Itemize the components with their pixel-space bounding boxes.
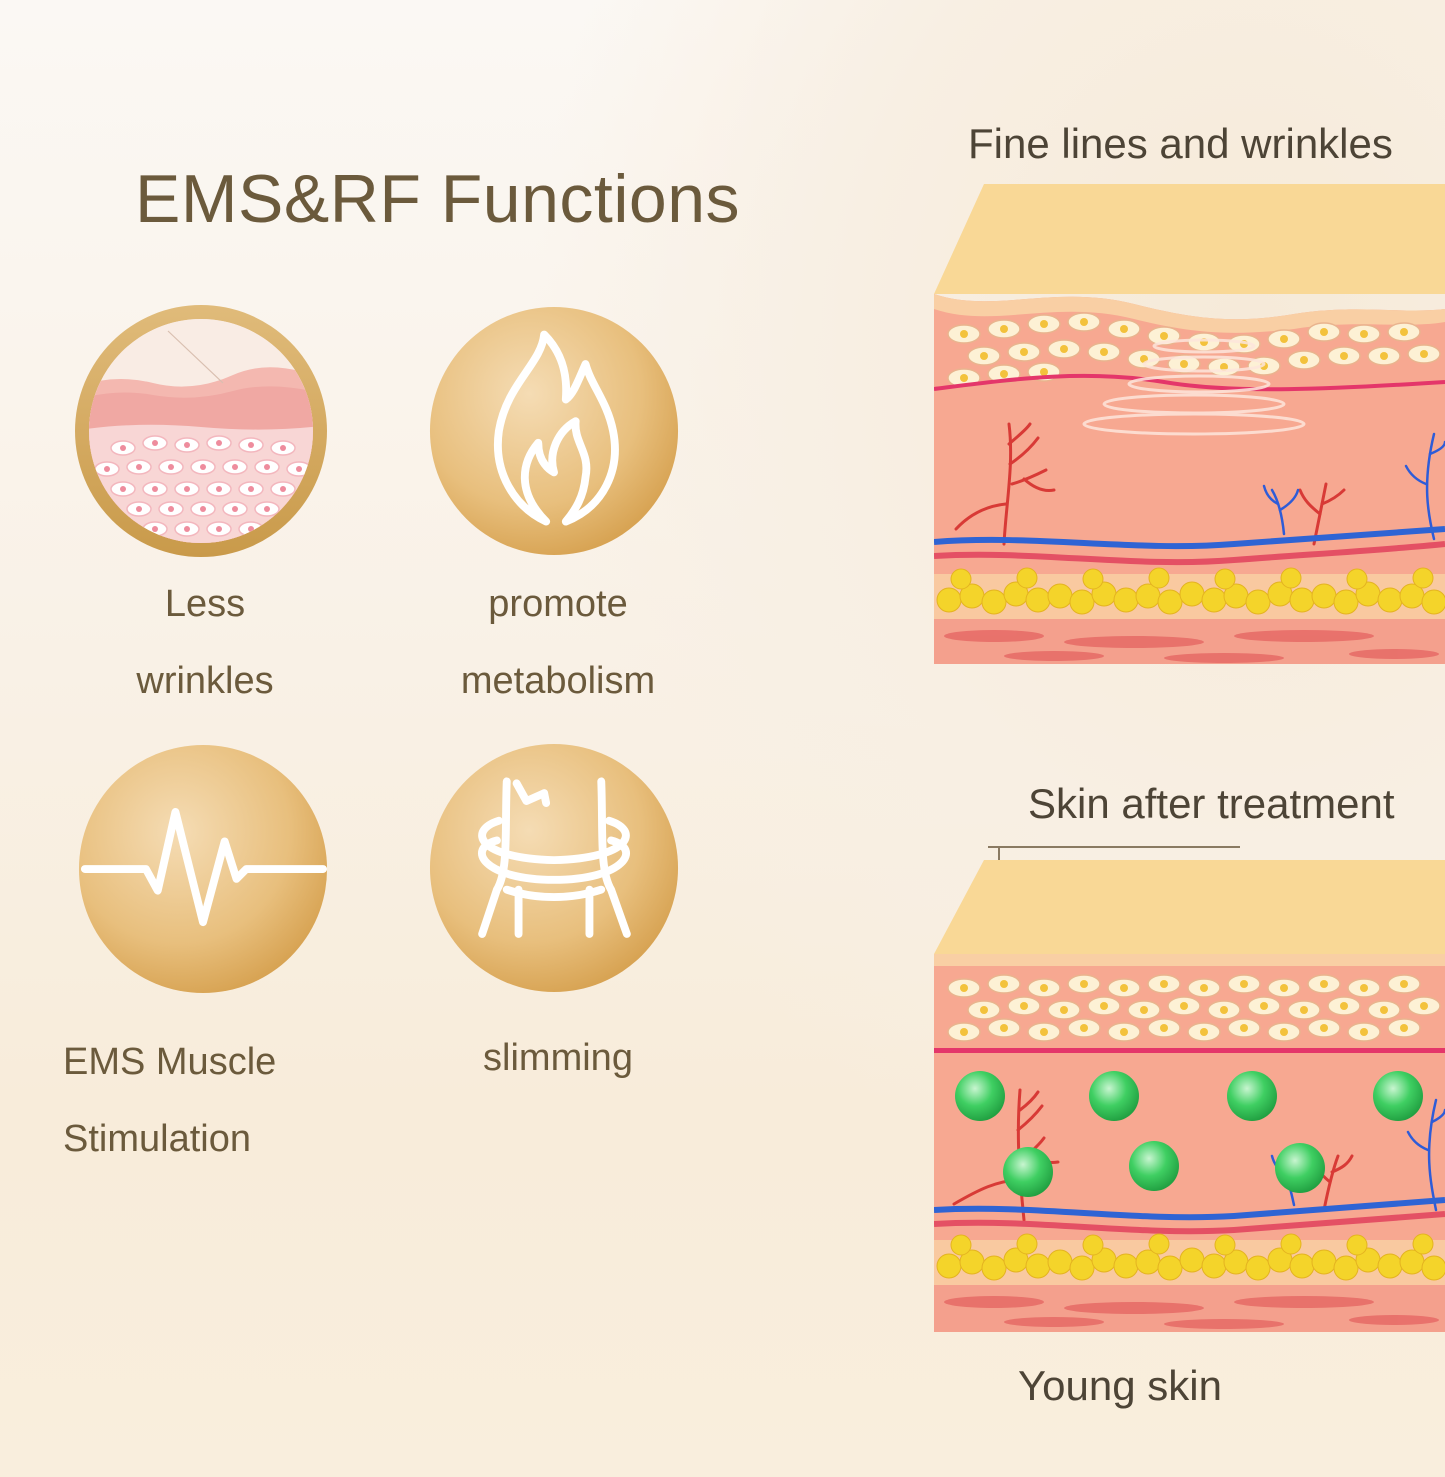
waist-slimming-icon	[428, 742, 680, 994]
skin-after-illustration	[934, 860, 1445, 1332]
caption-line-1: slimming	[483, 1037, 633, 1079]
after-label-leader-tick	[998, 846, 1000, 868]
page-title: EMS&RF Functions	[135, 161, 741, 237]
caption-line-2: wrinkles	[136, 660, 274, 702]
collagen-dots	[955, 1071, 1423, 1197]
caption-line-1: EMS Muscle	[63, 1041, 277, 1083]
skin-before-illustration	[934, 184, 1445, 664]
skin-wrinkles-icon	[73, 303, 329, 559]
caption-line-2: metabolism	[460, 660, 656, 702]
caption-line-1: promote	[488, 583, 628, 625]
caption-promote-metabolism: promote metabolism	[428, 566, 688, 720]
after-panel-label: Skin after treatment	[1028, 780, 1395, 827]
caption-less-wrinkles: Less wrinkles	[73, 566, 337, 720]
caption-line-2: Stimulation	[63, 1118, 251, 1160]
young-skin-label: Young skin	[1018, 1362, 1222, 1409]
caption-line-1: Less	[164, 583, 246, 625]
before-panel-label: Fine lines and wrinkles	[968, 120, 1393, 167]
flame-icon	[428, 305, 680, 557]
caption-slimming: slimming	[428, 1020, 688, 1097]
caption-ems-muscle-stimulation: EMS Muscle Stimulation	[63, 1024, 363, 1178]
after-label-leader-line	[988, 846, 1240, 848]
heartbeat-pulse-icon	[77, 743, 329, 995]
